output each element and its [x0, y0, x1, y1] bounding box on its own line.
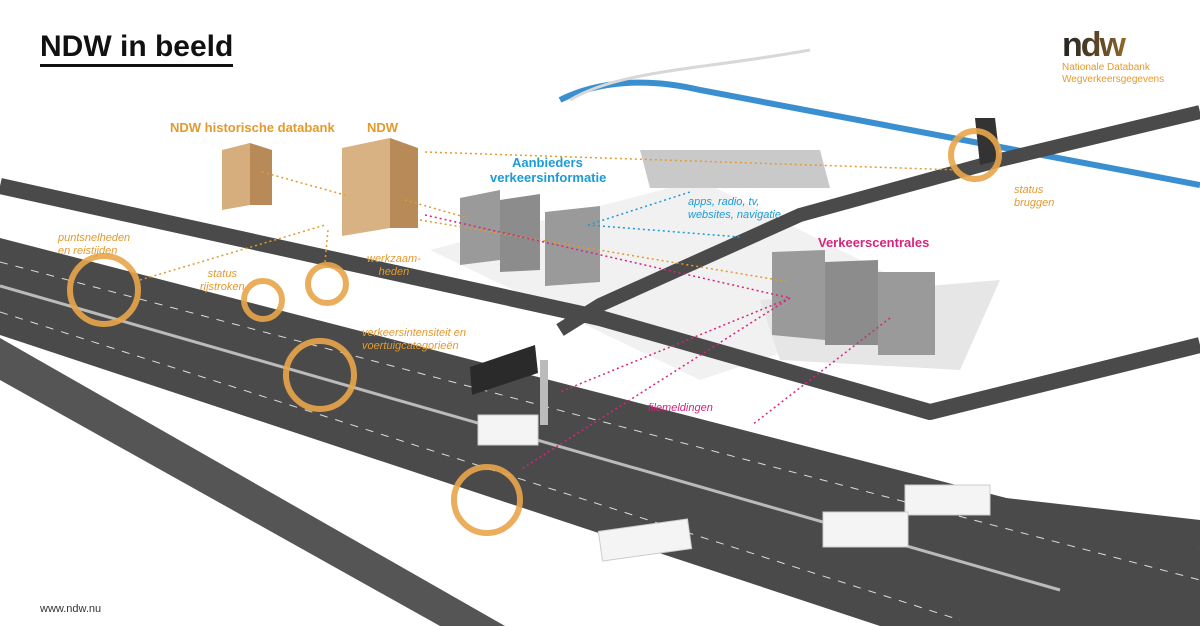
river — [558, 79, 1200, 188]
flow-arrow — [559, 297, 791, 393]
sensor-circle-lanes — [241, 278, 285, 322]
flow-arrow — [424, 214, 791, 299]
houses — [640, 150, 830, 188]
ndw-logo: ndw Nationale Databank Wegverkeersgegeve… — [1062, 28, 1182, 86]
connecting-road — [556, 105, 1200, 336]
sensor-circle-bridge — [948, 128, 1002, 182]
truck — [822, 511, 909, 548]
river-bank — [569, 48, 811, 102]
sensor-circle-incident — [451, 464, 523, 536]
label-traffic-jams: filemeldingen — [648, 402, 713, 414]
truck — [477, 414, 539, 446]
historic-databank-building — [222, 143, 272, 210]
label-line: apps, radio, tv, — [688, 196, 760, 208]
flow-arrow — [261, 171, 346, 196]
label-apps: apps, radio, tv,websites, navigatie — [688, 196, 781, 222]
label-line: puntsnelheden — [58, 232, 131, 244]
overturned-truck — [597, 518, 693, 562]
logo-line-2: Wegverkeersgegevens — [1062, 74, 1165, 85]
label-line: werkzaam- — [367, 253, 421, 265]
logo-line-1: Nationale Databank — [1062, 62, 1150, 73]
upper-road — [0, 178, 1200, 420]
sign-pole — [540, 360, 548, 425]
traffic-centre-buildings — [772, 250, 935, 355]
exit-ramp — [0, 338, 505, 626]
label-line: status — [207, 268, 237, 280]
label-line: bruggen — [1014, 197, 1055, 209]
page-title: NDW in beeld — [40, 30, 234, 67]
heading-traffic-centres: Verkeerscentrales — [818, 235, 930, 250]
heading-ndw: NDW — [367, 120, 399, 135]
flow-arrow — [424, 151, 961, 171]
label-line: rijstroken — [200, 281, 245, 293]
flow-arrow — [139, 224, 326, 281]
flow-arrow — [324, 229, 329, 263]
footer-url[interactable]: www.ndw.nu — [40, 603, 102, 615]
ndw-building — [342, 138, 418, 236]
logo-wordmark: ndw — [1062, 28, 1182, 62]
sensor-circle-works — [305, 262, 349, 306]
heading-providers-1: Aanbieders — [512, 155, 583, 170]
label-line: verkeersintensiteit en — [362, 327, 466, 339]
label-roadworks: werkzaam-heden — [367, 253, 421, 279]
heading-historic-databank: NDW historische databank — [170, 120, 335, 135]
flow-arrow — [519, 297, 791, 471]
flow-arrow — [587, 224, 741, 238]
label-line: voertuigcategorieën — [362, 340, 459, 352]
heading-providers-2: verkeersinformatie — [490, 170, 607, 185]
label-line: heden — [378, 266, 410, 278]
sensor-circle-intensity — [283, 338, 357, 412]
matrix-sign — [470, 345, 538, 395]
label-line: status — [1014, 184, 1044, 196]
truck — [904, 484, 991, 516]
sensor-circle-speeds — [67, 253, 141, 327]
flow-arrow — [404, 199, 469, 219]
label-line: websites, navigatie — [688, 209, 781, 221]
label-line: en reistijden — [58, 245, 118, 257]
flow-arrow — [751, 317, 891, 426]
